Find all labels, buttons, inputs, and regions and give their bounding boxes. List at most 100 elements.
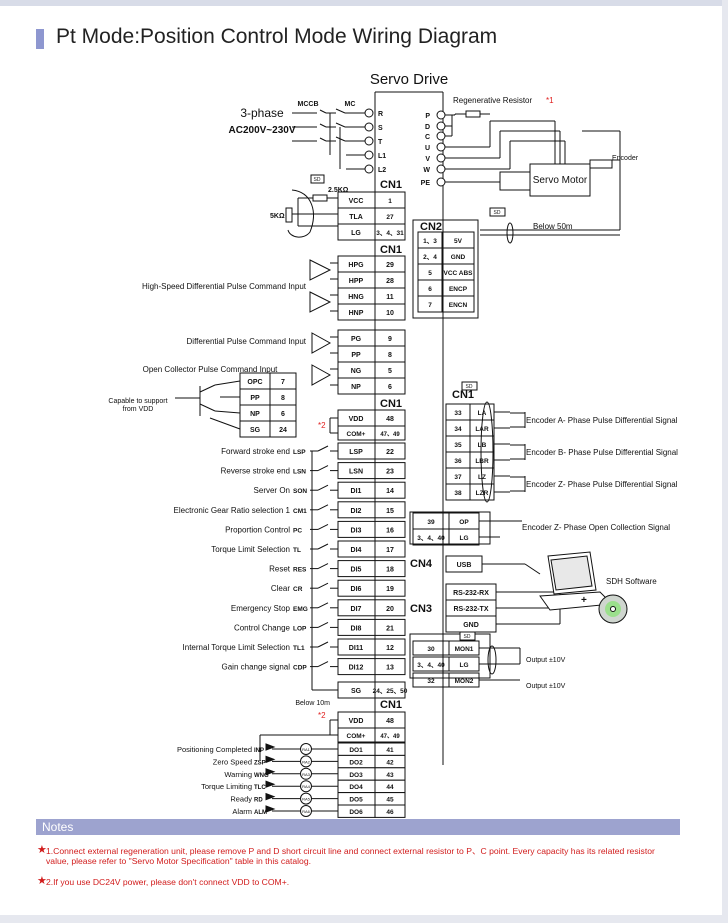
- power-terminal-label: R: [378, 111, 383, 118]
- notes-header-bar: [36, 819, 680, 835]
- switch: [317, 602, 329, 609]
- cn1-input-pin-cell: [374, 579, 406, 597]
- regen-terminal-label: V: [425, 156, 430, 163]
- regen-terminal: [436, 153, 446, 163]
- cn1-top-pin: 1: [388, 198, 392, 205]
- switch: [317, 504, 329, 511]
- below-10m-label: Below 10m: [295, 700, 330, 707]
- cn1-pulse-pin: 8: [388, 352, 392, 359]
- power-terminal-label: L2: [378, 167, 386, 174]
- input-code: LOP: [293, 625, 307, 632]
- plus-sign: +: [581, 595, 587, 606]
- relay-label: RA2: [302, 759, 311, 764]
- regen-label: Regenerative Resistor: [453, 96, 532, 105]
- cn1-op-pin: 3、4、40: [417, 535, 445, 542]
- cn1-input-pin: 15: [386, 508, 394, 515]
- oc-signal: SG: [250, 427, 261, 434]
- relay-coil-icon: [300, 743, 312, 755]
- input-code: CDP: [293, 665, 307, 672]
- cn2-pin: 2、4: [423, 254, 437, 261]
- com-signal: COM+: [347, 733, 366, 740]
- relay-label: RA5: [302, 797, 311, 802]
- cn1-hpulse-pin: 29: [386, 262, 394, 269]
- note-2-text: 2.If you use DC24V power, please don't c…: [46, 877, 290, 887]
- vdd-pin: 48: [386, 718, 394, 725]
- mccb-label: MCCB: [298, 101, 319, 108]
- cable-shield: [487, 645, 497, 675]
- output-code: ALM: [254, 810, 267, 816]
- com-pin: 47、49: [380, 432, 400, 438]
- cn2-pin: 1、3: [423, 238, 437, 245]
- cn1-pulse-signal: PP: [351, 352, 361, 359]
- sd-tag-text: SD: [466, 384, 473, 390]
- cn1-input-signal: DI3: [351, 527, 362, 534]
- cn1-output-pin: 41: [386, 747, 394, 754]
- cn1-hpulse-signal: HNG: [348, 294, 364, 301]
- cn1-top-signal: VCC: [349, 198, 364, 205]
- oc-pin: 7: [281, 379, 285, 386]
- wire: [214, 380, 241, 386]
- cn3-signal: RS-232-RX: [453, 590, 489, 597]
- cn4-label: CN4: [410, 558, 433, 570]
- cn1-output-pin: 43: [386, 772, 394, 779]
- regen-terminal: [436, 121, 446, 131]
- diode-icon: [265, 805, 276, 813]
- regen-terminal-label: PE: [421, 180, 431, 187]
- cn1-output-pin: 44: [386, 784, 394, 791]
- cn1-input-signal: DI8: [351, 625, 362, 632]
- switch: [317, 563, 329, 570]
- output-description: Positioning Completed: [177, 745, 252, 754]
- regen-terminal-label: C: [425, 134, 430, 141]
- input-description: Electronic Gear Ratio selection 1: [174, 506, 291, 515]
- capable-label: Capable to support: [108, 398, 167, 405]
- input-code: LSN: [293, 469, 306, 476]
- cn2-signal: 5V: [454, 238, 463, 245]
- cn1-input-pin: 22: [386, 449, 394, 456]
- cn1-mon-signal: MON1: [455, 646, 474, 653]
- power-terminal: [364, 164, 374, 174]
- cn1-op-frame: [409, 511, 491, 545]
- cn1-input-signal: DI4: [351, 547, 362, 554]
- oc-signal: OPC: [247, 379, 262, 386]
- input-description: Clear: [271, 584, 290, 593]
- cn1-input-pin: 21: [386, 625, 394, 632]
- cn1-input-pin: 14: [386, 488, 394, 495]
- transistor: [199, 403, 216, 412]
- input-description: Control Change: [234, 623, 291, 632]
- input-description: Reset: [269, 565, 291, 574]
- cn2-signal: ENCP: [449, 286, 468, 293]
- input-description: Forward stroke end: [221, 447, 290, 456]
- mccb-switch: [319, 137, 327, 142]
- sdh-label: SDH Software: [606, 577, 657, 586]
- sd-tag: [461, 381, 478, 391]
- mccb-switch: [319, 123, 327, 128]
- relay-label: RA1: [302, 747, 311, 752]
- input-description: Emergency Stop: [231, 604, 291, 613]
- cn1-input-pin-cell: [374, 618, 406, 636]
- cn1-input-pin-cell: [374, 599, 406, 617]
- sd-tag-text: SD: [494, 210, 501, 216]
- diode-icon: [265, 768, 276, 776]
- cn1-hpulse-signal: HPG: [348, 262, 364, 269]
- switch: [317, 543, 329, 550]
- cn1-input-signal: DI1: [351, 488, 362, 495]
- cn1-input-pin: 23: [386, 469, 394, 476]
- wire: [209, 417, 241, 430]
- from-vdd-label: from VDD: [123, 406, 154, 413]
- regen-terminal: [436, 110, 446, 120]
- cn1-pulse-pin: 9: [388, 336, 392, 343]
- cn1-mon-signal: MON2: [455, 678, 474, 685]
- cable-shield: [506, 222, 514, 244]
- notes-title: Notes: [42, 820, 74, 834]
- cn1-input-signal: DI12: [349, 665, 364, 672]
- cn1-encoder-signal: LAR: [475, 426, 489, 433]
- cn1-input-pin: 20: [386, 606, 394, 613]
- regen-terminal-label: D: [425, 124, 430, 131]
- encoder-signal-label: Encoder A- Phase Pulse Differential Sign…: [526, 416, 678, 425]
- pot-5k-label: 5KΩ: [270, 213, 285, 220]
- vdd-signal: VDD: [349, 416, 364, 423]
- cn2-pin: 6: [428, 286, 432, 293]
- cn2-signal: ENCN: [449, 302, 468, 309]
- cn1-encoder-pin: 35: [454, 442, 462, 449]
- regen-terminal-label: P: [425, 113, 430, 120]
